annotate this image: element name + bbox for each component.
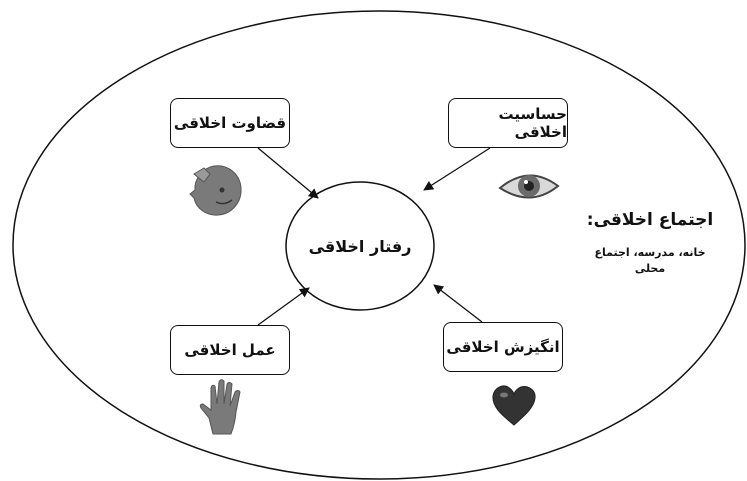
hand-icon — [199, 379, 241, 435]
node-action: عمل اخلاقی — [170, 325, 290, 375]
center-node-label: رفتار اخلاقی — [308, 236, 412, 256]
heart-icon — [492, 385, 536, 426]
node-action-label: عمل اخلاقی — [184, 341, 276, 359]
center-ellipse — [285, 181, 435, 311]
node-judgment-label: قضاوت اخلاقی — [173, 114, 287, 132]
center-node: رفتار اخلاقی — [286, 182, 434, 310]
arrow-action-to-center — [257, 287, 310, 326]
arrow-motivation-to-center — [433, 284, 483, 323]
head-profile-icon — [189, 165, 242, 216]
node-judgment: قضاوت اخلاقی — [170, 98, 290, 148]
node-motivation: انگیزش اخلاقی — [443, 322, 563, 372]
node-sensitivity: حساسیت اخلاقی — [448, 98, 568, 148]
arrow-judgment-to-center — [257, 147, 319, 199]
node-sensitivity-label: حساسیت اخلاقی — [498, 105, 567, 141]
arrow-sensitivity-to-center — [423, 147, 491, 191]
community-description: خانه، مدرسه، اجتماع محلی — [594, 246, 706, 275]
node-motivation-label: انگیزش اخلاقی — [446, 338, 560, 356]
community-ellipse — [12, 10, 746, 480]
community-title: اجتماع اخلاقی: — [586, 210, 714, 230]
eye-icon — [498, 174, 560, 199]
